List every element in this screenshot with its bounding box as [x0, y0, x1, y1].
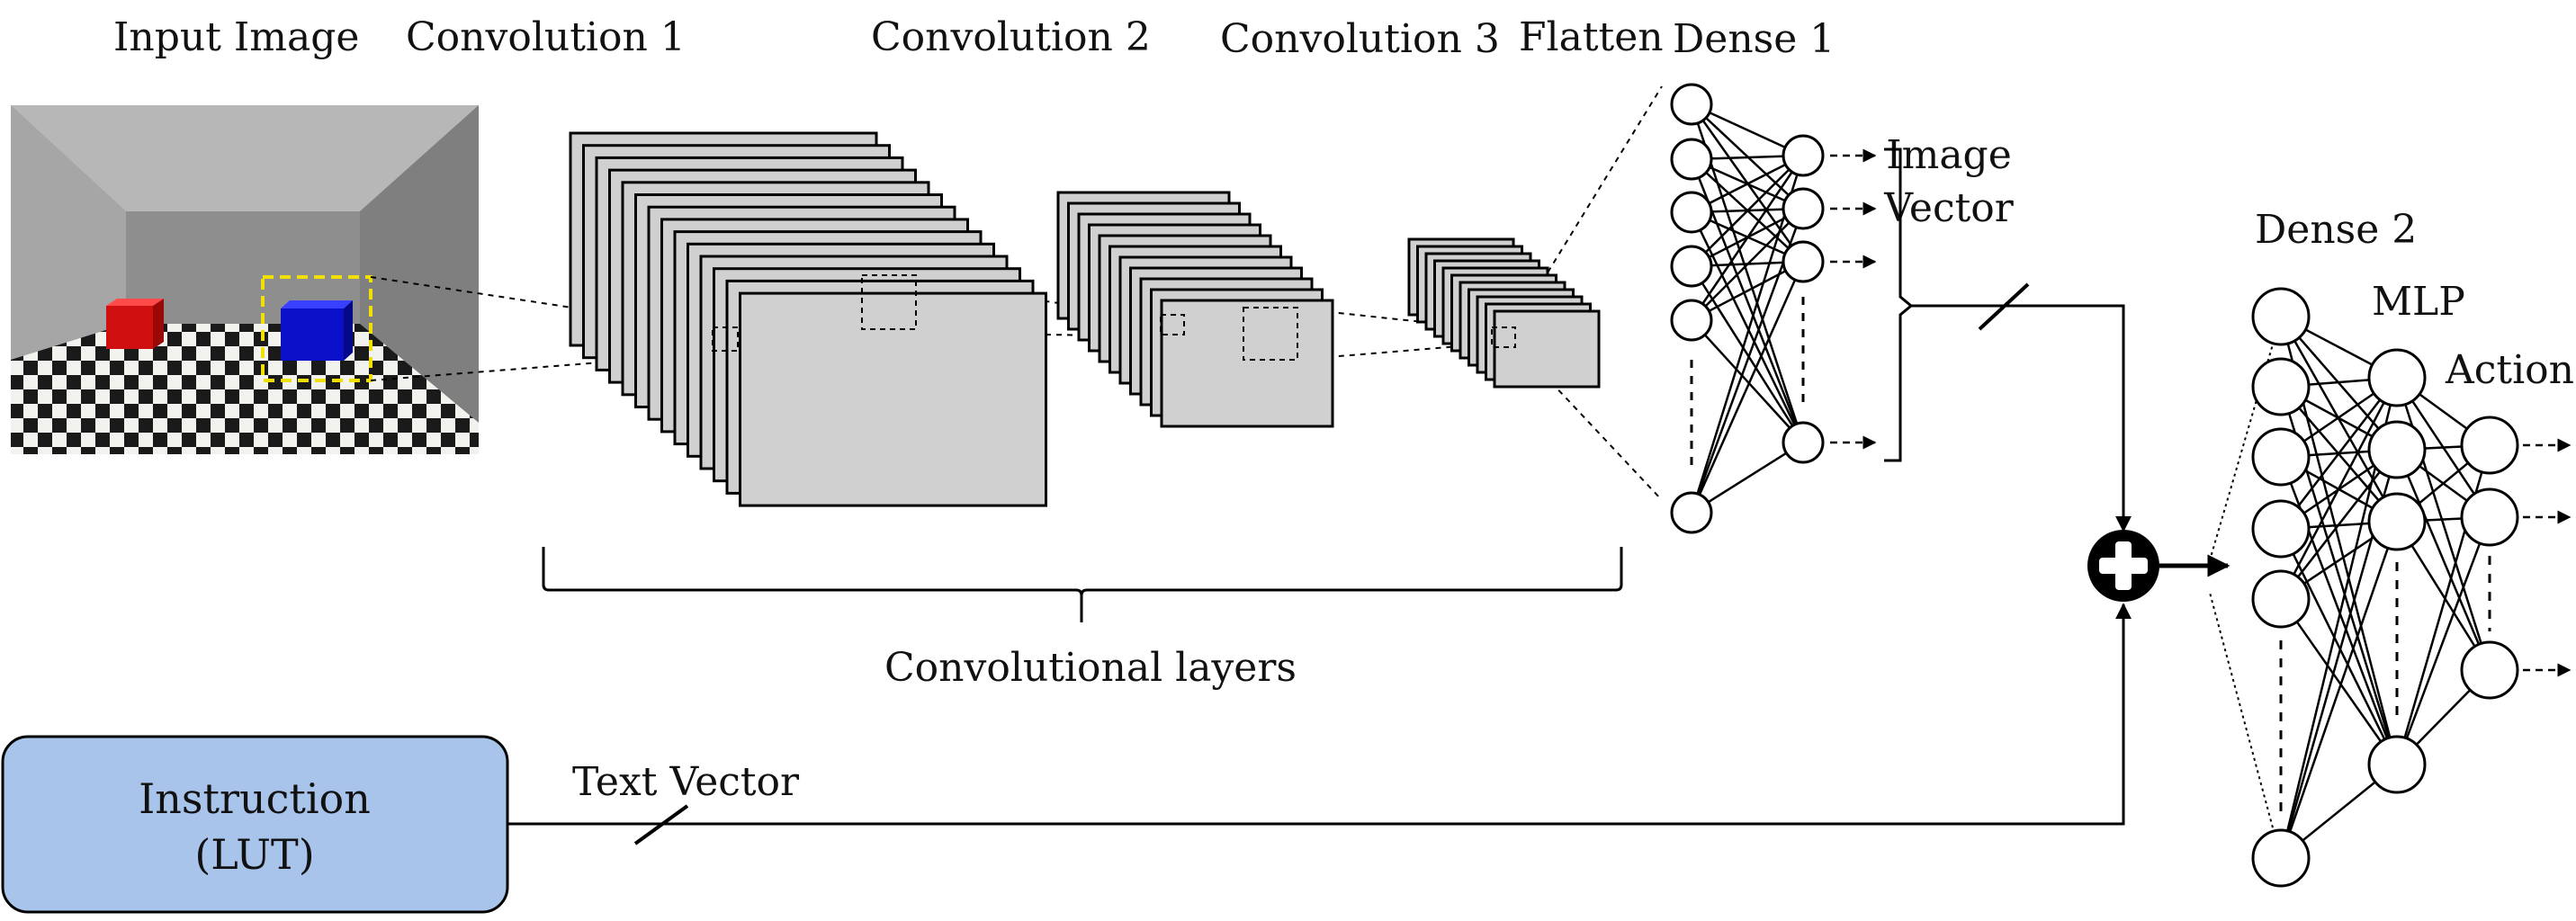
- input-image: [11, 105, 479, 454]
- connection: [1691, 155, 1804, 267]
- conv2-region: [1243, 307, 1298, 361]
- conv-layers-brace: [542, 547, 1623, 622]
- dense1-network: [1670, 83, 1877, 534]
- red-cube: [106, 299, 164, 349]
- connection: [1690, 211, 1805, 443]
- text-vector-connector: [507, 603, 2132, 826]
- feature-map: [1160, 299, 1334, 428]
- neuron: [1782, 240, 1825, 283]
- connection: [1690, 265, 1805, 443]
- flatten-label: Flatten: [1519, 14, 1664, 60]
- mlp-label: MLP: [2372, 279, 2465, 325]
- connection: [2279, 377, 2399, 600]
- neuron: [2251, 287, 2311, 346]
- connection: [1691, 319, 1804, 443]
- neuron: [1670, 491, 1713, 534]
- blue-cube: [281, 300, 353, 361]
- connection: [2279, 598, 2399, 765]
- scene-ceiling: [11, 105, 479, 211]
- neuron: [1670, 138, 1713, 181]
- conv3-stack: [1407, 237, 1601, 389]
- text-vector-slash: [633, 804, 689, 845]
- neuron: [2460, 640, 2519, 700]
- dense2-label: Dense 2: [2255, 207, 2417, 253]
- conv-layers-label: Convolutional layers: [884, 645, 1297, 691]
- plus-circle-icon: [2087, 530, 2159, 602]
- neuron: [2251, 569, 2311, 629]
- neuron: [2367, 735, 2427, 794]
- conv1-region: [861, 274, 917, 330]
- conv3-kernel: [1491, 326, 1516, 348]
- neuron: [2460, 487, 2519, 547]
- scene-checker-floor: [11, 324, 479, 454]
- neuron: [2251, 828, 2311, 888]
- instruction-box: [1, 735, 509, 914]
- conv1-kernel: [712, 326, 739, 352]
- connection: [2395, 516, 2491, 765]
- connection: [1691, 441, 1804, 514]
- connection: [1690, 155, 1805, 321]
- connection: [2279, 528, 2399, 765]
- dense2-network: [2251, 287, 2572, 888]
- neuron: [1670, 245, 1713, 288]
- feature-map: [739, 291, 1047, 507]
- neuron: [1670, 83, 1713, 126]
- neuron: [2460, 416, 2519, 475]
- conv3-label: Convolution 3: [1220, 16, 1500, 62]
- neuron: [2367, 492, 2427, 551]
- instruction-label: Instruction: [139, 774, 371, 823]
- neuron: [1670, 191, 1713, 234]
- conv2-stack: [1056, 191, 1334, 428]
- conv2-kernel: [1160, 314, 1185, 335]
- neuron: [2251, 499, 2311, 559]
- connection: [2280, 377, 2398, 530]
- neuron: [2251, 427, 2311, 487]
- kernel-windows: [712, 274, 1516, 361]
- instruction-sub-label: (LUT): [194, 830, 314, 879]
- conv2-label: Convolution 2: [871, 14, 1151, 60]
- connection: [1691, 208, 1804, 321]
- neuron: [1670, 299, 1713, 342]
- conv1-stack: [569, 131, 1047, 507]
- conv1-label: Convolution 1: [406, 14, 686, 60]
- image-vector-label-line2: Vector: [1883, 185, 2015, 231]
- neuron: [2367, 348, 2427, 407]
- selection-box: [261, 275, 372, 382]
- scene-right-wall: [360, 105, 479, 423]
- scene-left-wall: [11, 105, 126, 360]
- feature-map: [1493, 309, 1601, 389]
- image-vector-slash: [1978, 282, 2030, 331]
- connection: [2279, 521, 2399, 859]
- connection: [2280, 449, 2398, 600]
- image-vector-connector: [1911, 304, 2132, 532]
- text-vector-label: Text Vector: [572, 759, 800, 805]
- input-image-label: Input Image: [113, 14, 359, 60]
- neuron: [2251, 357, 2311, 416]
- neuron: [2367, 420, 2427, 479]
- image-vector-label-line1: Image: [1886, 132, 2012, 178]
- neuron: [1782, 421, 1825, 464]
- action-label: Action: [2445, 347, 2574, 393]
- connection: [2395, 449, 2491, 671]
- dense1-label: Dense 1: [1673, 16, 1835, 62]
- neuron: [1782, 187, 1825, 230]
- neuron: [1782, 134, 1825, 177]
- connection: [1690, 261, 1805, 514]
